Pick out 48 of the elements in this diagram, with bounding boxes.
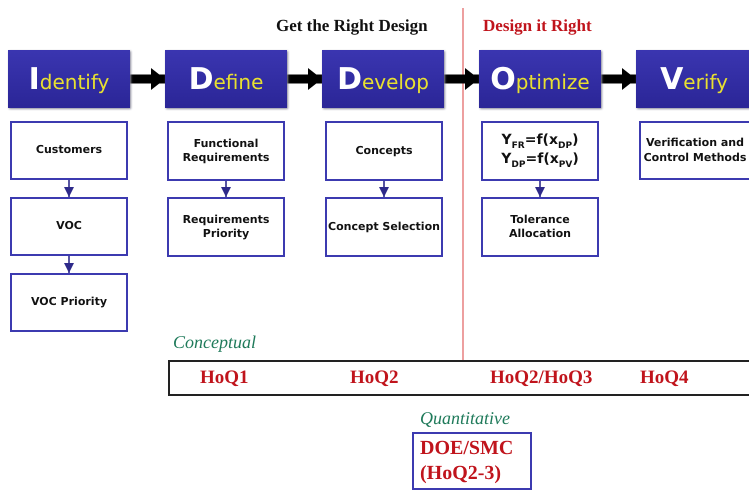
step-box — [325, 197, 443, 257]
step-label: Concepts — [355, 144, 413, 158]
block-arrow — [130, 68, 165, 90]
phase-title: Optimize — [490, 62, 590, 96]
phase-title: Verify — [660, 62, 728, 96]
block-arrow — [444, 68, 479, 90]
phase-box — [479, 50, 601, 108]
section-title: Get the Right Design — [276, 16, 428, 36]
method-box: DOE/SMC (HoQ2-3) — [412, 432, 532, 490]
step-label: Customers — [36, 143, 102, 158]
step-label: VOC — [56, 219, 82, 234]
step-label: Tolerance Allocation — [508, 212, 572, 242]
step-box — [325, 121, 443, 181]
matrix-label: HoQ1 — [200, 367, 249, 389]
step-box — [481, 121, 599, 181]
phase-box — [165, 50, 287, 108]
step-box — [10, 197, 128, 256]
phase-box — [322, 50, 444, 108]
phase-box — [8, 50, 130, 108]
phase-title: Develop — [337, 62, 429, 96]
step-label: Verification and Control Methods — [642, 136, 748, 165]
step-box — [167, 197, 285, 257]
arrow — [535, 181, 545, 197]
arrow — [64, 256, 74, 273]
phase-title: Identify — [28, 62, 110, 96]
phase-box — [636, 50, 749, 108]
matrix-label: HoQ2 — [350, 367, 399, 389]
step-label: VOC Priority — [30, 295, 107, 310]
arrow — [379, 181, 389, 197]
step-label: Functional Requirements — [182, 136, 270, 166]
arrow — [64, 180, 74, 197]
block-arrow — [601, 68, 636, 90]
matrix-label: HoQ4 — [640, 367, 689, 389]
section-heading: Conceptual — [173, 332, 256, 353]
phase-title: Define — [188, 62, 264, 96]
step-box — [481, 197, 599, 257]
step-label: Requirements Priority — [182, 212, 270, 242]
step-box — [167, 121, 285, 181]
block-arrow — [287, 68, 322, 90]
section-title: Design it Right — [483, 16, 592, 36]
section-heading: Quantitative — [420, 408, 510, 429]
step-label: Concept Selection — [328, 220, 440, 234]
step-box — [639, 121, 749, 180]
arrow — [221, 181, 231, 197]
step-box — [10, 121, 128, 180]
step-box — [10, 273, 128, 332]
matrix-label: HoQ2/HoQ3 — [490, 367, 592, 389]
equation: Y$_{FR}$=f(x$_{DP}$) Y$_{DP}$=f(x$_{PV}$) — [500, 132, 580, 170]
